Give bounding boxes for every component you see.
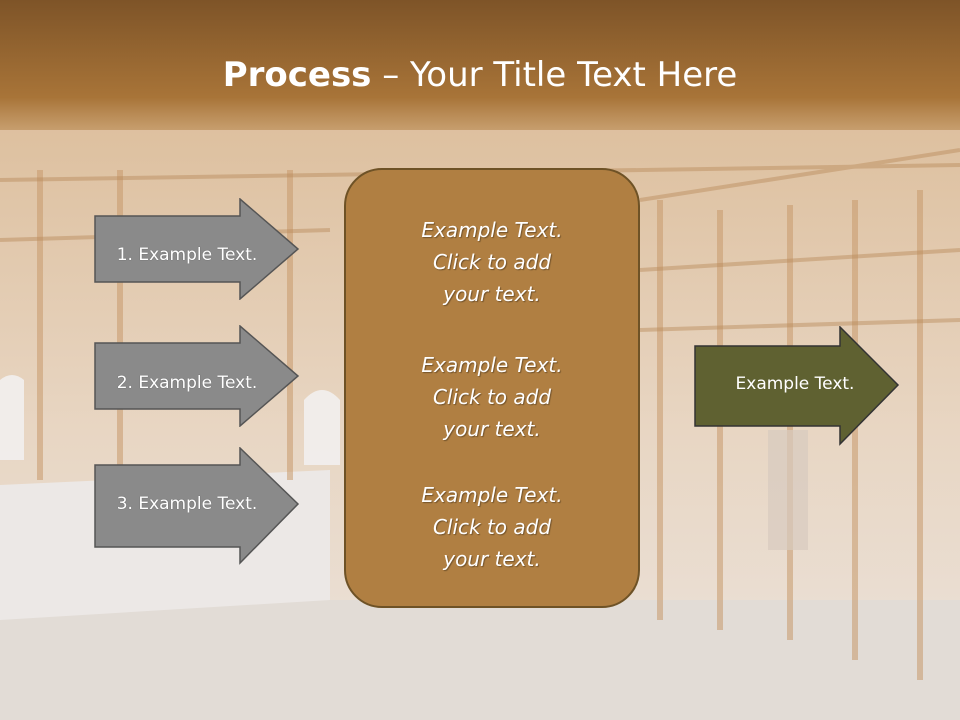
center-text-line: Example Text.	[421, 483, 563, 507]
step-label-2: 2. Example Text.	[116, 373, 258, 393]
step-arrow-1[interactable]	[94, 198, 300, 300]
step-arrow-3[interactable]	[94, 447, 300, 565]
title-band	[0, 0, 960, 130]
center-text-line: Example Text.	[421, 353, 563, 377]
center-text-line: Click to add	[432, 250, 552, 274]
step-label-1: 1. Example Text.	[116, 245, 258, 265]
center-text-block-3[interactable]: Example Text. Click to add your text.	[346, 479, 638, 575]
title-rest: – Your Title Text Here	[371, 55, 738, 95]
output-label: Example Text.	[735, 374, 855, 394]
page-title: Process – Your Title Text Here	[0, 52, 960, 98]
center-text-line: Click to add	[432, 515, 552, 539]
center-text-box[interactable]: Example Text. Click to add your text. Ex…	[344, 168, 640, 608]
output-arrow[interactable]	[694, 326, 900, 446]
center-text-line: Example Text.	[421, 218, 563, 242]
center-text-block-1[interactable]: Example Text. Click to add your text.	[346, 214, 638, 310]
center-text-line: your text.	[443, 282, 541, 306]
center-text-line: your text.	[443, 417, 541, 441]
title-bold: Process	[222, 55, 372, 95]
step-label-3: 3. Example Text.	[116, 494, 258, 514]
center-text-block-2[interactable]: Example Text. Click to add your text.	[346, 349, 638, 445]
step-arrow-2[interactable]	[94, 325, 300, 427]
center-text-line: your text.	[443, 547, 541, 571]
center-text-line: Click to add	[432, 385, 552, 409]
